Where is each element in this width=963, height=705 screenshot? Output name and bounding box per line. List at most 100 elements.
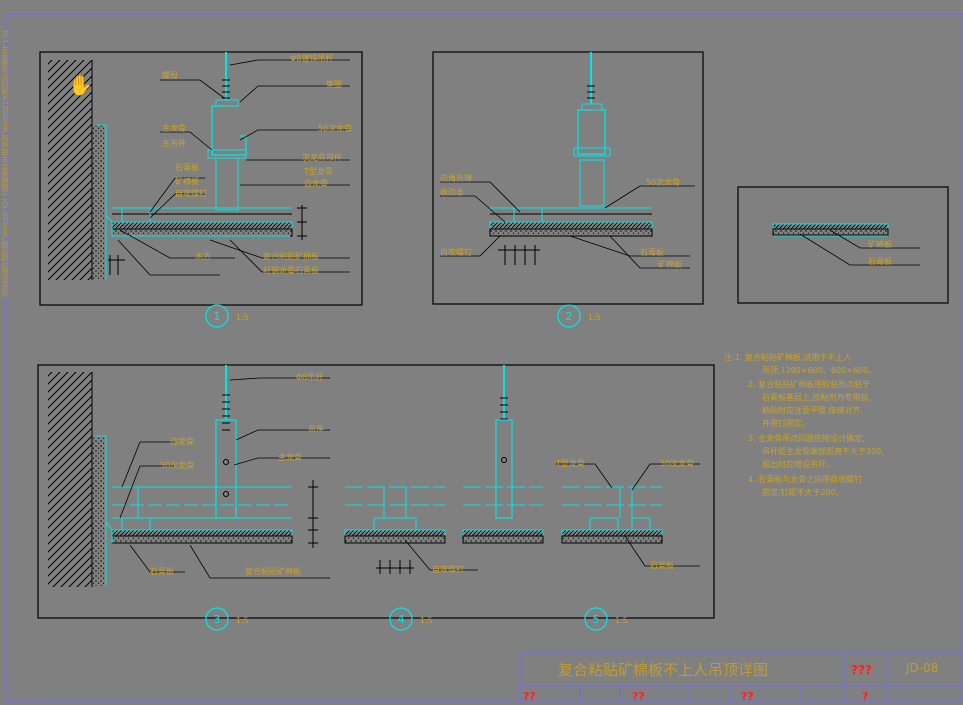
detail-1-wall-cyan	[95, 124, 107, 280]
svg-text:粘贴时应注意平整,接缝对齐,: 粘贴时应注意平整,接缝对齐,	[762, 405, 863, 415]
svg-text:1:5: 1:5	[236, 313, 249, 322]
detail-2-marker: 2 1:5	[557, 304, 601, 328]
svg-text:边龙骨: 边龙骨	[170, 436, 194, 446]
detail-1-main-hanger	[211, 105, 247, 156]
detail-3-hanger	[215, 419, 237, 519]
svg-text:3: 3	[214, 613, 221, 626]
detail-2-annotations: 边角处理 收边条 50次龙骨 自攻螺钉 石膏板 矿棉板	[440, 173, 682, 269]
detail-3-leaders	[119, 377, 330, 579]
svg-text:收边条: 收边条	[440, 187, 464, 197]
svg-text:3. 主龙骨吊点间距应按设计确定,: 3. 主龙骨吊点间距应按设计确定,	[748, 433, 865, 443]
svg-text:??: ??	[523, 690, 536, 701]
svg-text:自攻螺钉: 自攻螺钉	[440, 247, 472, 257]
svg-text:1:5: 1:5	[615, 616, 628, 625]
svg-text:1:5: 1:5	[420, 616, 433, 625]
svg-text:矿棉板: 矿棉板	[175, 176, 199, 186]
detail-1-mineral-board	[111, 228, 293, 237]
detail-1-wall-hatch	[48, 60, 92, 280]
title-block: 复合粘贴矿棉板不上人吊顶详图 ??? JD-08 ?? ?? ?? ?	[520, 651, 963, 703]
svg-text:边龙骨: 边龙骨	[304, 178, 328, 188]
svg-text:并用钉固定。: 并用钉固定。	[762, 418, 810, 428]
svg-text:复合粘贴矿棉板: 复合粘贴矿棉板	[263, 251, 319, 261]
svg-text:轻钢龙骨石膏板: 轻钢龙骨石膏板	[263, 265, 319, 275]
svg-text:石膏板基层上,胶粘剂为专用胶,: 石膏板基层上,胶粘剂为专用胶,	[762, 392, 871, 402]
svg-text:螺母: 螺母	[162, 70, 178, 80]
svg-text:吊顶,1200×600、600×600。: 吊顶,1200×600、600×600。	[762, 366, 876, 375]
detail-3-mineral-board	[111, 535, 293, 544]
svg-text:固定,钉距不大于200。: 固定,钉距不大于200。	[762, 487, 844, 497]
svg-text:2: 2	[566, 310, 573, 323]
detail-5-annotations: T型龙骨 50次龙骨 石膏板	[555, 458, 694, 570]
svg-text:Φ8吊杆: Φ8吊杆	[296, 372, 323, 382]
pan-hand-icon[interactable]: ✋	[68, 73, 93, 97]
svg-text:主吊件: 主吊件	[162, 138, 186, 148]
svg-text:?: ?	[862, 690, 868, 701]
detail-3-wall-plaster	[92, 436, 106, 586]
svg-text:1: 1	[214, 310, 221, 323]
detail-5-mineral-board	[561, 535, 663, 544]
svg-text:1:5: 1:5	[236, 616, 249, 625]
detail-4-annotation: 自攻螺钉	[432, 564, 464, 574]
svg-text:石膏板: 石膏板	[650, 560, 674, 570]
svg-text:注:1. 复合粘贴矿棉板,适用于不上人: 注:1. 复合粘贴矿棉板,适用于不上人	[724, 352, 851, 362]
drawing-number: JD-08	[905, 661, 938, 675]
detail-1-leaders	[117, 59, 350, 276]
detail-4-gypsum-board	[344, 529, 446, 537]
detail-3-wall-hatch	[48, 372, 92, 587]
svg-text:矿棉板: 矿棉板	[658, 259, 682, 269]
svg-text:垫圈: 垫圈	[326, 79, 342, 89]
svg-text:50次龙骨: 50次龙骨	[318, 123, 352, 133]
svg-text:超出时应增设吊杆。: 超出时应增设吊杆。	[762, 459, 834, 469]
detail-3-5-frame	[37, 364, 715, 619]
board-section-frame	[737, 186, 949, 304]
svg-text:次龙骨吊件: 次龙骨吊件	[302, 152, 342, 162]
detail-2-main-hanger	[577, 109, 606, 155]
svg-text:主龙骨: 主龙骨	[278, 452, 302, 462]
detail-1-edge-trim	[121, 207, 151, 223]
board-section-annotations: 矿棉板 石膏板	[868, 239, 892, 266]
detail-4-hanger	[495, 419, 513, 519]
detail-4-marker: 4 1:5	[389, 607, 433, 631]
detail-5-marker: 5 1:5	[584, 607, 628, 631]
drawing-title: 复合粘贴矿棉板不上人吊顶详图	[558, 661, 768, 679]
svg-text:石膏板: 石膏板	[868, 256, 892, 266]
detail-3-gypsum-board	[111, 529, 293, 537]
detail-1-main-runner	[207, 149, 247, 159]
svg-text:复合粘贴矿棉板: 复合粘贴矿棉板	[245, 566, 301, 576]
detail-1-annotations: Φ8镀锌吊杆 垫圈 螺母 主龙骨 主吊件 50次龙骨 次龙骨吊件 T型龙骨 边龙…	[162, 53, 352, 275]
detail-5-leaders	[556, 463, 700, 567]
svg-text:5: 5	[593, 613, 600, 626]
board-section-layer-bottom	[772, 228, 889, 236]
svg-text:50次龙骨: 50次龙骨	[646, 177, 680, 187]
svg-text:2. 复合粘贴矿棉板用胶粘剂点粘于: 2. 复合粘贴矿棉板用胶粘剂点粘于	[748, 379, 870, 389]
detail-2-leaders	[440, 181, 695, 269]
detail-1-wall-plaster	[92, 125, 106, 280]
svg-text:主龙骨: 主龙骨	[162, 123, 186, 133]
svg-text:吊件: 吊件	[308, 424, 324, 434]
svg-text:50次龙骨: 50次龙骨	[660, 458, 694, 468]
detail-2-gypsum-board	[489, 221, 653, 230]
svg-text:石膏板: 石膏板	[640, 247, 664, 257]
detail-1-gypsum-board	[111, 221, 293, 230]
svg-text:4: 4	[398, 613, 405, 626]
svg-text:??: ??	[632, 690, 645, 701]
svg-text:4. 石膏板与龙骨之间用自攻螺钉: 4. 石膏板与龙骨之间用自攻螺钉	[748, 474, 862, 484]
svg-text:T型龙骨: T型龙骨	[303, 166, 333, 176]
detail-1-frame	[39, 51, 363, 306]
detail-4-mineral-board	[344, 535, 446, 544]
detail-1-marker: 1 1:5	[205, 304, 249, 328]
detail-3-annotations: Φ8吊杆 吊件 主龙骨 50次龙骨 边龙骨 石膏板 复合粘贴矿棉板	[150, 372, 324, 576]
board-section-layer-top	[772, 223, 889, 230]
svg-text:石膏板: 石膏板	[150, 566, 174, 576]
svg-text:矿棉板: 矿棉板	[868, 239, 892, 249]
svg-text:50次龙骨: 50次龙骨	[160, 460, 194, 470]
detail-2-mineral-board	[489, 228, 653, 237]
svg-text:吊杆距主龙骨端部距离不大于300,: 吊杆距主龙骨端部距离不大于300,	[762, 446, 884, 456]
svg-text:自攻螺钉: 自攻螺钉	[175, 188, 207, 198]
design-notes: 注:1. 复合粘贴矿棉板,适用于不上人 吊顶,1200×600、600×600。…	[724, 352, 884, 497]
svg-text:木方: 木方	[195, 251, 211, 261]
svg-text:T型龙骨: T型龙骨	[555, 458, 585, 468]
detail-5-gypsum-board	[561, 529, 663, 537]
